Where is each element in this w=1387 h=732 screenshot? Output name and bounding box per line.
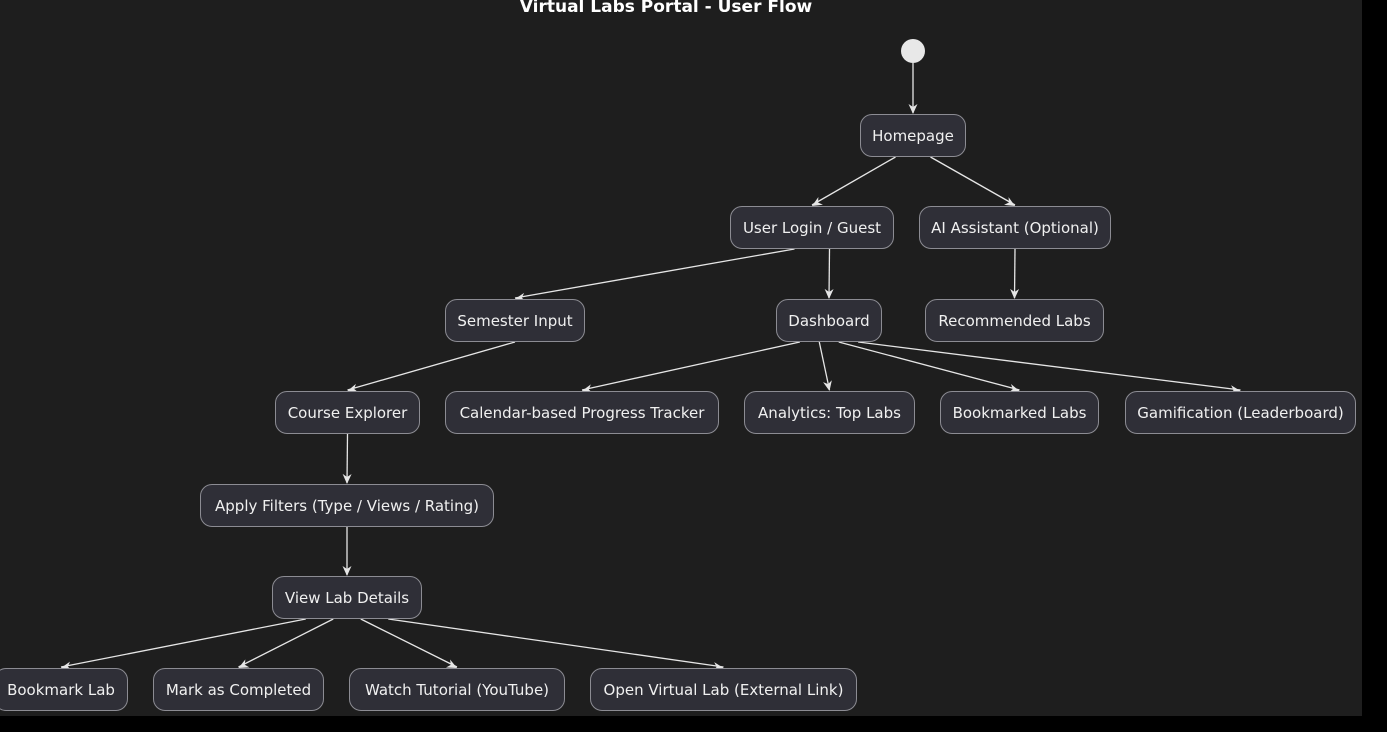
arrowhead-filters-to-lab_details	[342, 565, 352, 576]
node-recommended-labs: Recommended Labs	[925, 299, 1104, 342]
node-analytics: Analytics: Top Labs	[744, 391, 915, 434]
arrowhead-homepage-to-ai_assistant	[1004, 197, 1015, 206]
node-view-lab-details: View Lab Details	[272, 576, 422, 619]
edge-lab_details-to-bookmark_lab	[60, 618, 306, 668]
node-semester-input: Semester Input	[445, 299, 585, 342]
arrowhead-dashboard-to-analytics	[823, 380, 832, 391]
edge-ai_assistant-to-recommended	[1013, 248, 1016, 299]
arrowhead-start-to-homepage	[908, 103, 918, 114]
edge-lab_details-to-open_lab	[388, 618, 724, 668]
node-calendar-tracker: Calendar-based Progress Tracker	[445, 391, 719, 434]
arrowhead-lab_details-to-mark_completed	[238, 659, 250, 668]
node-watch-tutorial: Watch Tutorial (YouTube)	[349, 668, 565, 711]
diagram-title: Virtual Labs Portal - User Flow	[519, 0, 813, 17]
node-dashboard: Dashboard	[776, 299, 882, 342]
node-apply-filters: Apply Filters (Type / Views / Rating)	[200, 484, 494, 527]
arrowhead-semester-to-course_explorer	[347, 383, 359, 393]
edge-homepage-to-ai_assistant	[930, 156, 1016, 206]
node-gamification: Gamification (Leaderboard)	[1125, 391, 1356, 434]
node-open-virtual-lab: Open Virtual Lab (External Link)	[590, 668, 857, 711]
node-mark-completed: Mark as Completed	[153, 668, 324, 711]
arrowhead-dashboard-to-bookmarked_labs	[1008, 384, 1020, 393]
node-course-explorer: Course Explorer	[275, 391, 420, 434]
arrowhead-dashboard-to-calendar_tracker	[582, 384, 593, 394]
arrowhead-lab_details-to-watch_tutorial	[446, 659, 457, 668]
arrowhead-course_explorer-to-filters	[342, 473, 352, 484]
edge-course_explorer-to-filters	[346, 433, 349, 484]
node-bookmark-lab: Bookmark Lab	[0, 668, 128, 711]
node-homepage: Homepage	[860, 114, 966, 157]
edge-semester-to-course_explorer	[347, 341, 516, 391]
diagram-canvas: Virtual Labs Portal - User Flow Homepage…	[0, 0, 1362, 716]
arrowhead-ai_assistant-to-recommended	[1010, 288, 1020, 299]
edge-dashboard-to-gamification	[858, 341, 1241, 391]
edge-login-to-semester	[514, 248, 795, 299]
start-node	[901, 39, 925, 63]
arrowhead-login-to-dashboard	[824, 288, 834, 299]
edge-lab_details-to-mark_completed	[238, 618, 334, 668]
node-login: User Login / Guest	[730, 206, 894, 249]
node-ai-assistant: AI Assistant (Optional)	[919, 206, 1111, 249]
edge-dashboard-to-analytics	[818, 341, 831, 391]
arrowhead-homepage-to-login	[812, 197, 823, 206]
edge-login-to-dashboard	[828, 248, 831, 299]
edge-lab_details-to-watch_tutorial	[360, 618, 458, 668]
node-bookmarked-labs: Bookmarked Labs	[940, 391, 1099, 434]
edge-dashboard-to-bookmarked_labs	[838, 341, 1020, 391]
edge-dashboard-to-calendar_tracker	[581, 341, 800, 391]
edge-homepage-to-login	[811, 156, 896, 206]
edge-layer	[60, 63, 1241, 671]
